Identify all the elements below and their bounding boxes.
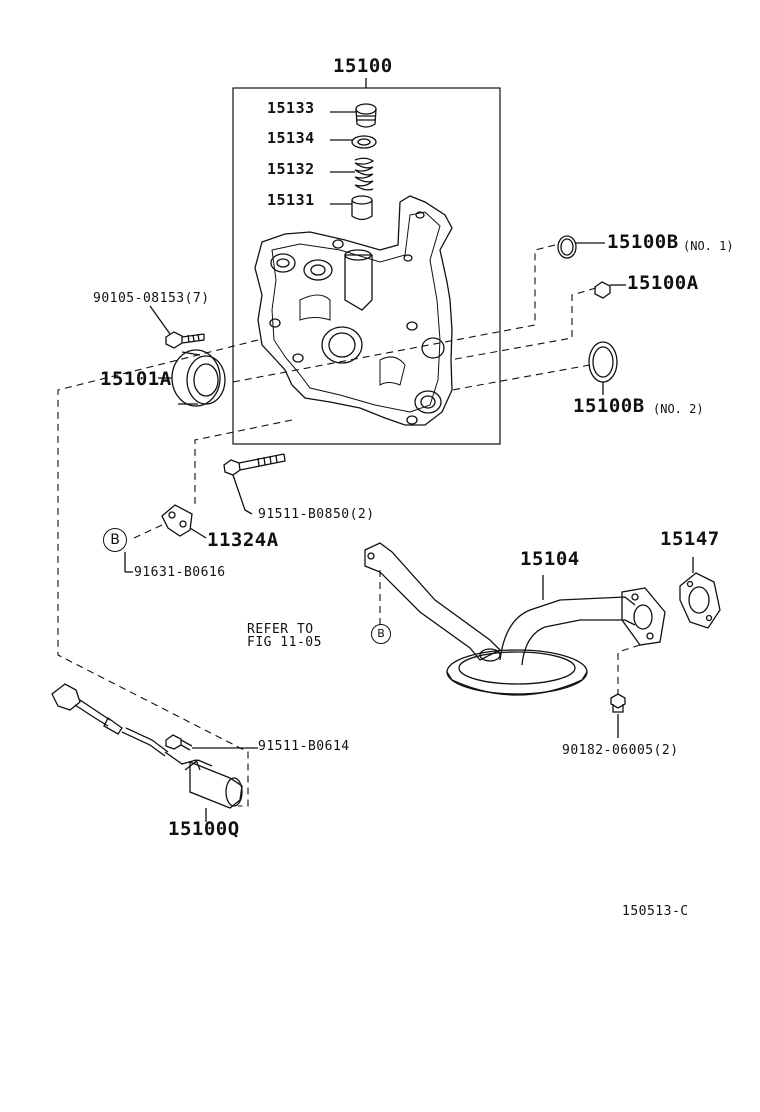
label-90182-06005: 90182-06005(2) <box>562 743 679 758</box>
label-90105-08153: 90105-08153(7) <box>93 291 210 306</box>
nut-90182-drawing <box>610 693 626 738</box>
note-no1: (NO. 1) <box>683 239 734 253</box>
label-91511-b0850: 91511-B0850(2) <box>258 507 375 522</box>
refer-to-text: REFER TO <box>247 622 314 637</box>
label-15100b-no1: 15100B <box>607 231 679 253</box>
plug-15133-drawing <box>330 103 377 128</box>
guide-nut <box>617 644 641 694</box>
o-ring-no2-drawing <box>588 341 618 395</box>
guide-bracket <box>194 419 293 505</box>
bolt-91511-b0614-drawing <box>165 734 258 751</box>
label-15101a: 15101A <box>100 368 172 390</box>
label-15133: 15133 <box>267 99 315 117</box>
guide-no1 <box>232 244 556 383</box>
label-91631-b0616: 91631-B0616 <box>134 565 226 580</box>
label-15104: 15104 <box>520 548 580 570</box>
spring-15132-drawing <box>330 157 375 191</box>
refer-fig-text: FIG 11-05 <box>247 635 322 650</box>
label-91511-b0614: 91511-B0614 <box>258 739 350 754</box>
bolt-91511-b0850-drawing <box>223 453 286 515</box>
note-no2: (NO. 2) <box>653 402 704 416</box>
callout-b-refer: B <box>371 624 391 644</box>
o-ring-no1-drawing <box>557 235 605 259</box>
oil-pump-body-drawing <box>254 195 453 426</box>
strainer-15104-drawing <box>364 542 666 696</box>
callout-b: B <box>103 528 127 552</box>
guide-b <box>133 524 163 539</box>
sensor-15100q-drawing <box>51 683 243 822</box>
label-15131: 15131 <box>267 191 315 209</box>
label-15134: 15134 <box>267 129 315 147</box>
label-15100: 15100 <box>333 55 393 77</box>
diagram-code: 150513-C <box>622 904 689 919</box>
guide-no2 <box>451 364 591 391</box>
gasket-15134-drawing <box>330 135 377 149</box>
bracket-11324a-drawing <box>124 504 207 573</box>
guide-seal <box>57 339 259 807</box>
gasket-15147-drawing <box>679 557 721 629</box>
guide-pin <box>449 287 597 361</box>
label-15100a: 15100A <box>627 272 699 294</box>
label-15147: 15147 <box>660 528 720 550</box>
relief-valve-15131-drawing <box>330 195 373 221</box>
label-11324a: 11324A <box>207 529 279 551</box>
bolt-90105-drawing <box>149 305 205 349</box>
pin-15100a-drawing <box>594 281 626 299</box>
label-15100b-no2: 15100B <box>573 395 645 417</box>
oil-seal-15101a-drawing <box>158 349 226 407</box>
label-15132: 15132 <box>267 160 315 178</box>
label-15100q: 15100Q <box>168 818 240 840</box>
